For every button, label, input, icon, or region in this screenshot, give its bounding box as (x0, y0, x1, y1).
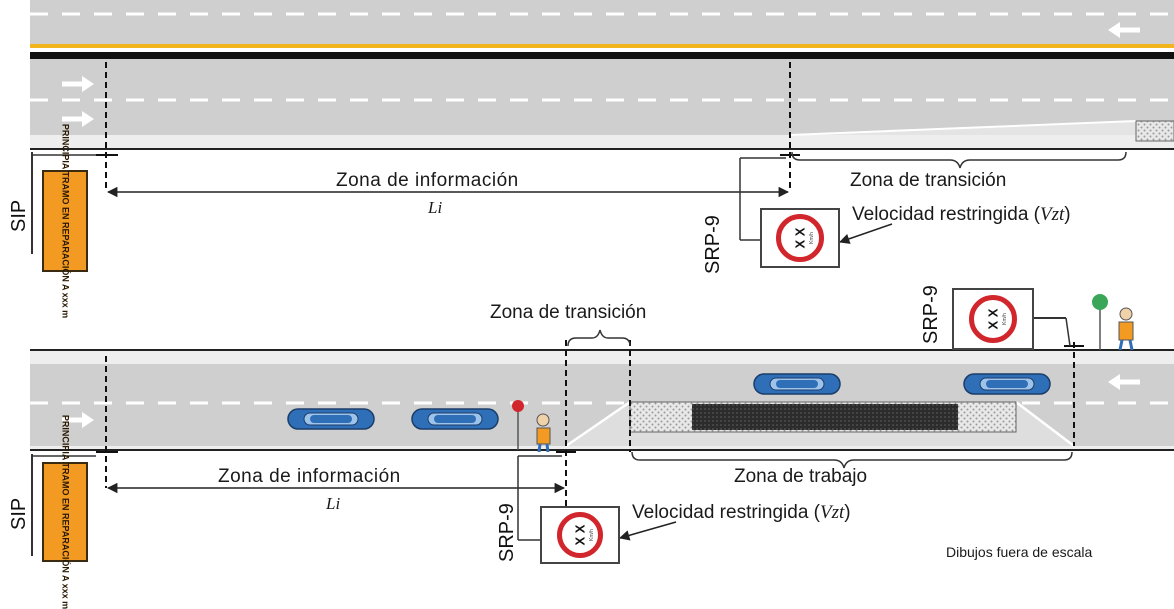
sip-sign-text: PRINCIPIA TRAMO EN REPARACIÓN A xxx m (60, 123, 71, 319)
srp9-label-top: SRP-9 (702, 215, 724, 274)
sip-label-top: SIP (8, 199, 30, 232)
speed-limit-sign-top-right: X X Km/h (952, 288, 1034, 350)
speed-sign-unit: Km/h (1001, 313, 1008, 325)
sip-warning-sign-top: PRINCIPIA TRAMO EN REPARACIÓN A xxx m (42, 124, 88, 318)
li-symbol-bottom: Li (326, 494, 341, 513)
speed-label-bottom: Velocidad restringida (Vzt) (632, 502, 851, 523)
srp9-label-bottom: SRP-9 (496, 503, 518, 562)
speed-sign-value: X X (985, 308, 1001, 330)
bottom-road (30, 349, 1174, 453)
speed-sign-value: X X (792, 227, 808, 249)
top-road (30, 0, 1174, 150)
speed-limit-sign-top: X X Km/h (760, 208, 840, 268)
sip-label-bottom: SIP (8, 497, 30, 530)
work-zone-label: Zona de trabajo (734, 466, 868, 487)
transition-zone-label-bottom: Zona de transición (490, 302, 647, 323)
sip-warning-sign-bottom: PRINCIPIA TRAMO EN REPARACIÓN A xxx m (42, 415, 88, 609)
speed-label-top: Velocidad restringida (Vzt) (852, 204, 1071, 225)
info-zone-label-top: Zona de información (336, 170, 519, 191)
footnote: Dibujos fuera de escala (946, 544, 1093, 560)
road-drawing (30, 0, 1174, 556)
srp9-label-top-right: SRP-9 (920, 285, 942, 344)
speed-limit-sign-bottom: X X Km/h (540, 506, 620, 564)
sip-sign-text: PRINCIPIA TRAMO EN REPARACIÓN A xxx m (60, 414, 71, 609)
transition-zone-label-top: Zona de transición (850, 170, 1007, 191)
li-symbol-top: Li (428, 198, 443, 217)
info-zone-label-bottom: Zona de información (218, 466, 401, 487)
speed-sign-value: X X (572, 524, 588, 546)
diagram-stage: PRINCIPIA TRAMO EN REPARACIÓN A xxx m SI… (8, 0, 1174, 609)
speed-sign-unit: Km/h (808, 232, 815, 244)
speed-sign-unit: Km/h (588, 529, 595, 541)
